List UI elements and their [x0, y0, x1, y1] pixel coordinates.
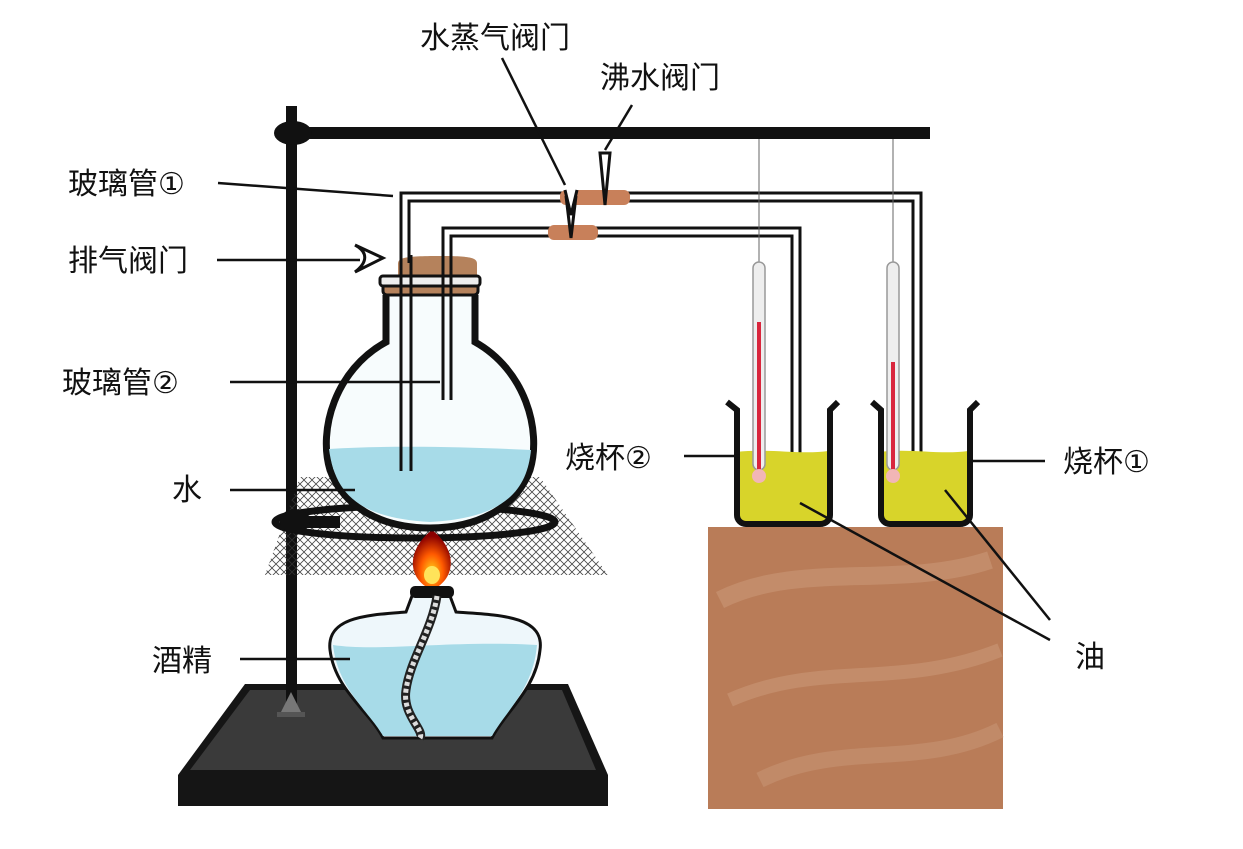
- round-flask: [322, 256, 538, 532]
- flame-icon: [412, 530, 451, 590]
- label-boiling-valve: 沸水阀门: [600, 61, 720, 96]
- label-vent-valve: 排气阀门: [68, 244, 188, 279]
- label-glass-tube-1: 玻璃管①: [68, 167, 185, 202]
- label-water: 水: [172, 473, 202, 508]
- label-oil: 油: [1075, 640, 1105, 675]
- thermometer-1: [886, 139, 900, 483]
- label-beaker-1: 烧杯①: [1063, 445, 1150, 480]
- label-beaker-2: 烧杯②: [565, 441, 652, 476]
- label-steam-valve: 水蒸气阀门: [420, 21, 570, 56]
- thermometer-2: [752, 139, 766, 483]
- wooden-block: [708, 527, 1004, 809]
- leader-lines: [217, 57, 1051, 661]
- beaker-2: [725, 399, 841, 527]
- label-glass-tube-2: 玻璃管②: [62, 366, 179, 401]
- label-alcohol: 酒精: [152, 644, 212, 679]
- beaker-1: [870, 399, 981, 527]
- iron-stand: [274, 106, 930, 717]
- glass-tube-2: [399, 225, 802, 508]
- clamp-icon: [274, 121, 312, 145]
- clamp-icon: [354, 151, 612, 274]
- alcohol-lamp: [328, 586, 542, 741]
